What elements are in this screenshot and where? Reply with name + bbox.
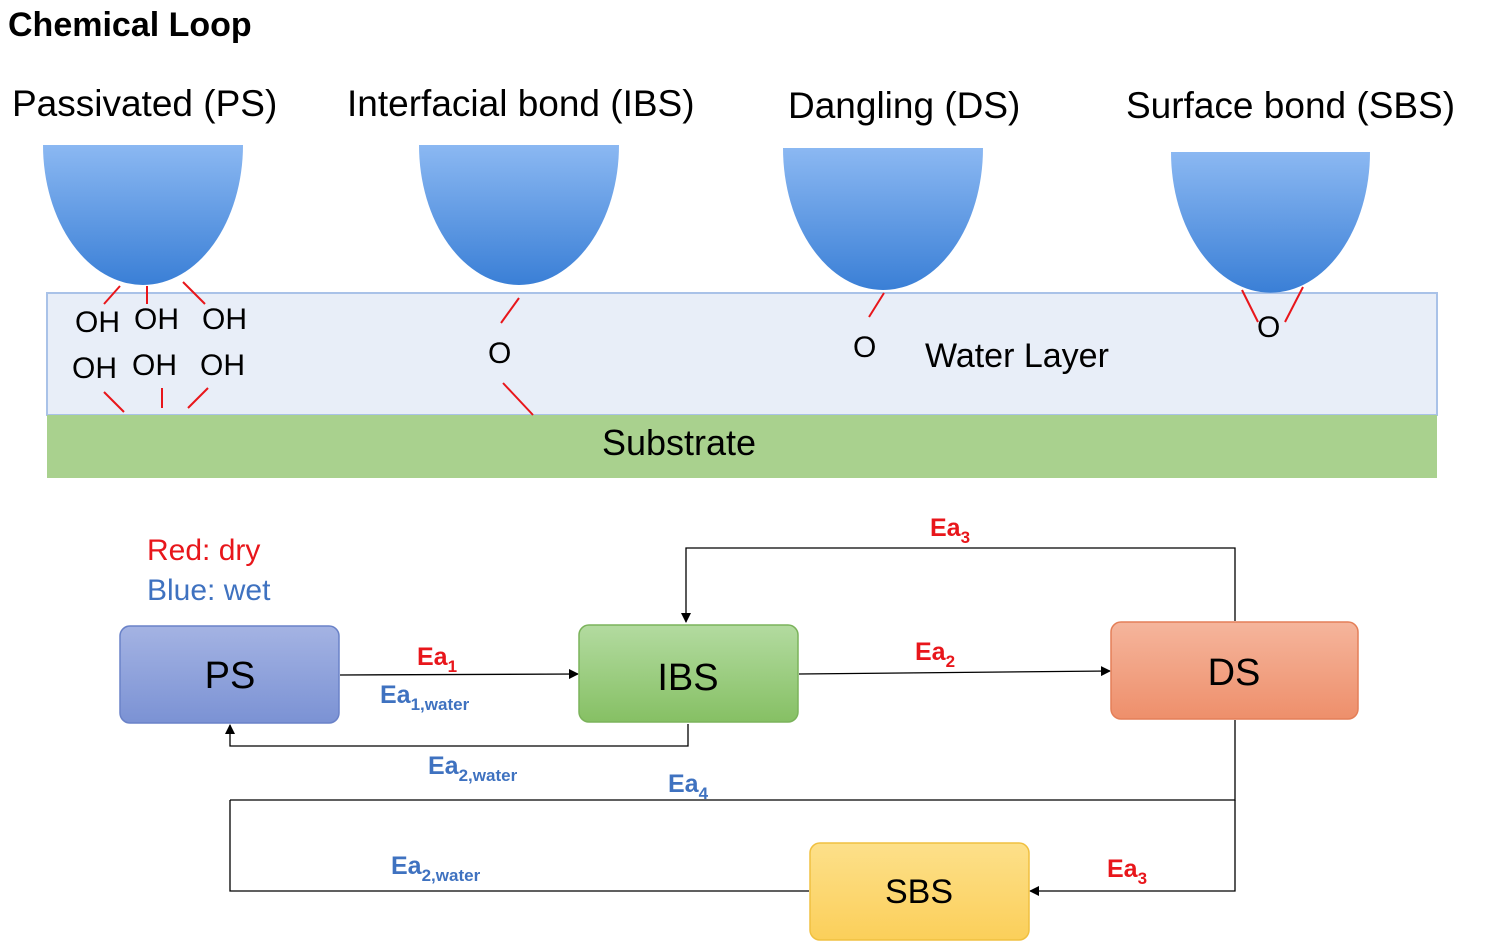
- state-heading-ps: Passivated (PS): [12, 83, 277, 124]
- oxygen-atom: O: [1257, 311, 1280, 344]
- box-ds-label: DS: [1208, 652, 1261, 694]
- substrate: [47, 415, 1437, 478]
- box-ps: [119, 625, 340, 724]
- oxygen-atom: O: [488, 337, 511, 370]
- ps-bonds: [103, 281, 209, 413]
- oh-group: OH: [200, 349, 245, 382]
- substrate-label: Substrate: [602, 422, 756, 463]
- label-ea4: Ea4: [668, 770, 709, 803]
- state-heading-ibs: Interfacial bond (IBS): [347, 83, 695, 124]
- diagram-title: Chemical Loop: [8, 6, 252, 44]
- state-heading-ds: Dangling (DS): [788, 85, 1020, 126]
- label-ea1-water: Ea1,water: [380, 681, 470, 714]
- tip-ps: [43, 145, 243, 285]
- box-sbs: [809, 842, 1030, 941]
- label-ea2-water-lower: Ea2,water: [391, 852, 481, 885]
- box-ds: [1110, 621, 1359, 720]
- arrow-ibs-to-ps: [225, 724, 689, 747]
- arrow-sbs-to-ps: [229, 800, 809, 892]
- box-ibs-label: IBS: [657, 657, 718, 699]
- ds-bond: [868, 292, 885, 318]
- label-ea2: Ea2: [915, 638, 955, 671]
- loop-arrows: [225, 547, 1236, 896]
- oh-group: OH: [72, 352, 117, 385]
- label-ea3-top: Ea3: [930, 514, 970, 547]
- legend-wet: Blue: wet: [147, 574, 271, 607]
- oh-group: OH: [75, 306, 120, 339]
- arrow-ds-to-ps: [230, 720, 1236, 801]
- tip-sbs: [1171, 152, 1370, 293]
- oh-group: OH: [202, 303, 247, 336]
- box-ibs: [578, 624, 799, 723]
- oxygen-atom: O: [853, 331, 876, 364]
- water-layer: [46, 292, 1438, 416]
- arrow-ds-to-ibs: [681, 547, 1236, 623]
- label-ea1: Ea1: [417, 643, 457, 676]
- water-layer-label: Water Layer: [925, 337, 1109, 375]
- box-sbs-label: SBS: [885, 873, 953, 911]
- oh-group: OH: [134, 303, 179, 336]
- sbs-bonds: [1241, 286, 1304, 323]
- tip-ds: [783, 148, 983, 290]
- oh-group: OH: [132, 349, 177, 382]
- arrow-ibs-to-ds: [798, 666, 1111, 677]
- legend-dry: Red: dry: [147, 534, 260, 567]
- tip-ibs: [419, 145, 619, 285]
- state-heading-sbs: Surface bond (SBS): [1126, 85, 1455, 126]
- ibs-bonds: [500, 297, 534, 416]
- arrow-ds-to-sbs: [1029, 800, 1236, 896]
- label-ea3-bottom: Ea3: [1107, 855, 1147, 888]
- arrow-ps-to-ibs: [339, 669, 579, 680]
- label-ea2-water-upper: Ea2,water: [428, 752, 518, 785]
- box-ps-label: PS: [205, 655, 256, 697]
